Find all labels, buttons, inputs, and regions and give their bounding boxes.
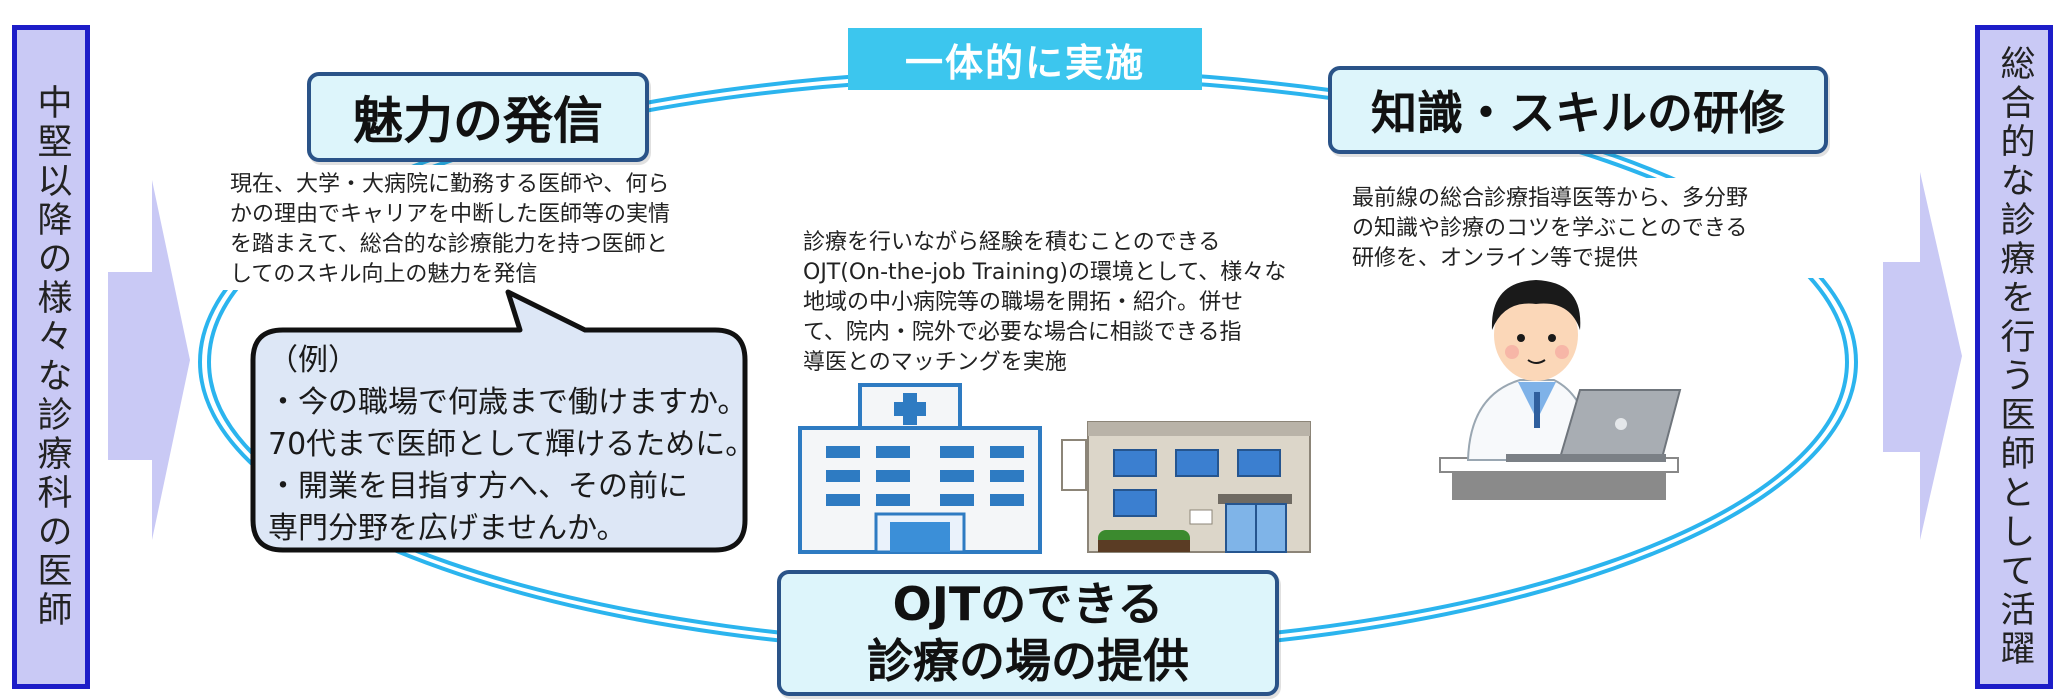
ojt-line: 診療を行いながら経験を積むことのできる: [803, 230, 1221, 255]
ojt-title-line2: 診療の場の提供: [867, 634, 1189, 688]
right-outcome-label: 総合的な診療を行う医師として活躍: [1994, 45, 2035, 669]
training-line: 研修を、オンライン等で提供: [1352, 246, 1639, 271]
example-bubble-text: （例） ・今の職場で何歳まで働けますか。 70代まで医師として輝けるために。 ・…: [268, 340, 755, 550]
ojt-line: 導医とのマッチングを実施: [803, 350, 1067, 375]
ojt-line: 地域の中小病院等の職場を開拓・紹介。併せ: [803, 290, 1244, 315]
bubble-line: （例）: [268, 343, 358, 378]
left-arrow: [108, 180, 190, 540]
doctor-laptop-illustration: [1439, 280, 1682, 500]
right-outcome-box: 総合的な診療を行う医師として活躍: [1975, 25, 2053, 689]
appeal-line: 現在、大学・大病院に勤務する医師や、何ら: [230, 172, 670, 197]
ojt-description: 診療を行いながら経験を積むことのできる OJT(On-the-job Train…: [803, 228, 1313, 378]
integrated-banner: 一体的に実施: [848, 28, 1202, 90]
ojt-title: OJTのできる 診療の場の提供: [777, 570, 1279, 696]
bubble-line: 70代まで医師として輝けるために。: [268, 427, 756, 462]
left-target-label: 中堅以降の様々な診療科の医師: [31, 84, 72, 630]
appeal-line: を踏まえて、総合的な診療能力を持つ医師と: [230, 232, 668, 257]
training-line: の知識や診療のコツを学ぶことのできる: [1352, 216, 1748, 241]
bubble-line: ・今の職場で何歳まで働けますか。: [268, 385, 748, 420]
hospital-illustration: [798, 383, 1042, 554]
training-description: 最前線の総合診療指導医等から、多分野 の知識や診療のコツを学ぶことのできる 研修…: [1352, 184, 1822, 274]
appeal-description: 現在、大学・大病院に勤務する医師や、何ら かの理由でキャリアを中断した医師等の実…: [230, 170, 740, 290]
training-line: 最前線の総合診療指導医等から、多分野: [1352, 186, 1749, 211]
ojt-line: て、院内・院外で必要な場合に相談できる指: [803, 320, 1242, 345]
appeal-line: してのスキル向上の魅力を発信: [230, 262, 538, 287]
appeal-title: 魅力の発信: [307, 72, 649, 162]
ojt-line: OJT(On-the-job Training)の環境として、様々な: [803, 260, 1287, 285]
clinic-illustration: [1061, 421, 1311, 553]
bubble-line: ・開業を目指す方へ、その前に: [268, 469, 688, 504]
right-arrow: [1883, 172, 1962, 540]
left-target-box: 中堅以降の様々な診療科の医師: [12, 25, 90, 689]
appeal-line: かの理由でキャリアを中断した医師等の実情: [230, 202, 671, 227]
training-title: 知識・スキルの研修: [1328, 66, 1828, 154]
bubble-line: 専門分野を広げませんか。: [268, 511, 627, 546]
ojt-title-line1: OJTのできる: [892, 576, 1164, 631]
speech-bubble: [250, 289, 748, 553]
